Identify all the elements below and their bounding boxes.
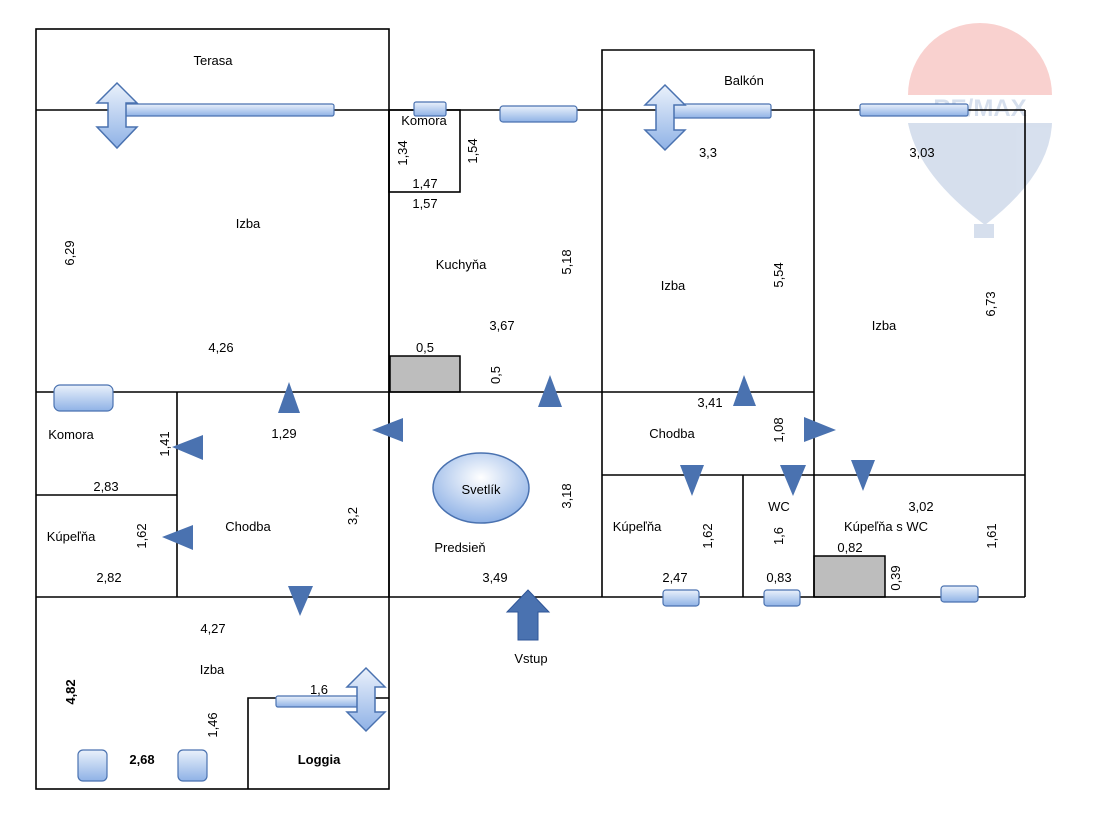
arrow-down-icon [780,465,806,496]
dimension-label: 4,27 [200,621,225,636]
arrow-down-icon [680,465,704,496]
dimension-label: 2,68 [129,752,154,767]
dimension-label: 2,47 [662,570,687,585]
room-label-izba-left: Izba [236,216,261,231]
dimension-label: 3,02 [908,499,933,514]
dimension-label: 2,83 [93,479,118,494]
dimension-label: 1,61 [984,523,999,548]
window-komora-top [413,101,447,117]
window-izba-bottom-1 [77,749,108,782]
dimension-label: 0,83 [766,570,791,585]
dimension-label: 1,62 [700,523,715,548]
dimension-label: 0,82 [837,540,862,555]
arrow-right-icon [804,417,836,442]
dimension-label: 0,5 [488,366,503,384]
dimension-label: 4,82 [63,679,78,704]
dimension-label: 1,29 [271,426,296,441]
dimension-label: 1,46 [205,712,220,737]
room-label-terasa: Terasa [193,53,233,68]
window-balkon [669,103,772,119]
room-label-loggia: Loggia [298,752,341,767]
entrance-arrow-icon [505,589,551,641]
room-label-svetlik: Svetlík [461,482,501,497]
arrow-down-icon [288,586,313,616]
dimension-label: 4,26 [208,340,233,355]
dimension-label: 2,82 [96,570,121,585]
arrow-up-icon [538,375,562,407]
arrow-down-icon [851,460,875,491]
direction-arrows [162,375,875,616]
window-wc [763,589,801,607]
shaft-kitchen [389,355,461,393]
dimension-label: 1,47 [412,176,437,191]
walls [35,28,1026,790]
room-label-komora-left: Komora [48,427,94,442]
window-izba-bottom-2 [177,749,208,782]
svetlik-skylight [432,452,530,524]
window-loggia [275,695,365,708]
room-label-wc: WC [768,499,790,514]
dimension-label: 1,54 [465,138,480,163]
window-kupelna-wc [940,585,979,603]
room-labels: Terasa Komora Balkón Izba Kuchyňa Izba I… [47,53,928,767]
dimension-label: 0,39 [888,565,903,590]
dimension-label: 6,73 [983,291,998,316]
room-label-komora-top: Komora [401,113,447,128]
window-kitchen [499,105,578,123]
windows [53,101,979,782]
dimension-label: 1,57 [412,196,437,211]
room-label-kupelna-wc: Kúpeľňa s WC [844,519,928,534]
dimension-label: 0,5 [416,340,434,355]
dimension-label: 6,29 [62,240,77,265]
dimension-label: 1,08 [771,417,786,442]
room-label-izba-right: Izba [872,318,897,333]
dimension-label: 5,54 [771,262,786,287]
balkon-door-arrow-icon [643,83,687,152]
dimension-label: 3,67 [489,318,514,333]
dimension-label: 3,2 [345,507,360,525]
window-izba-right [859,103,969,117]
dimension-label: 3,18 [559,483,574,508]
dimension-label: 3,49 [482,570,507,585]
dimension-label: 3,41 [697,395,722,410]
dimension-label: 3,03 [909,145,934,160]
room-label-chodba-left: Chodba [225,519,271,534]
dimension-label: 1,34 [395,140,410,165]
dimension-label: 3,3 [699,145,717,160]
room-label-kuchyna: Kuchyňa [436,257,487,272]
arrow-left-icon [172,435,203,460]
room-label-vstup: Vstup [514,651,547,666]
terasa-door-arrow-icon [95,81,139,150]
arrow-left-icon [372,418,403,442]
arrow-up-icon [278,382,300,413]
dimension-label: 1,6 [771,527,786,545]
window-komora-left [53,384,114,412]
room-label-izba-bottom: Izba [200,662,225,677]
room-label-kupelna-right: Kúpeľňa [613,519,662,534]
room-label-balkon: Balkón [724,73,764,88]
room-label-kupelna-left: Kúpeľňa [47,529,96,544]
room-label-chodba-right: Chodba [649,426,695,441]
dimension-label: 1,6 [310,682,328,697]
balcony-doors [95,81,687,733]
arrow-up-icon [733,375,756,406]
window-terasa [116,103,335,117]
dimension-label: 5,18 [559,249,574,274]
room-label-predsien: Predsieň [434,540,485,555]
room-label-izba-middle: Izba [661,278,686,293]
window-kupelna [662,589,700,607]
remax-logo: RE/MAX [908,23,1052,238]
dimension-label: 1,41 [157,431,172,456]
arrow-left-icon [162,525,193,550]
shaft-bathroom [813,555,886,598]
loggia-door-arrow-icon [345,666,387,733]
dimension-label: 1,62 [134,523,149,548]
dimension-labels: 1,47 1,57 3,3 3,03 3,67 4,26 0,5 3,41 1,… [62,138,999,767]
